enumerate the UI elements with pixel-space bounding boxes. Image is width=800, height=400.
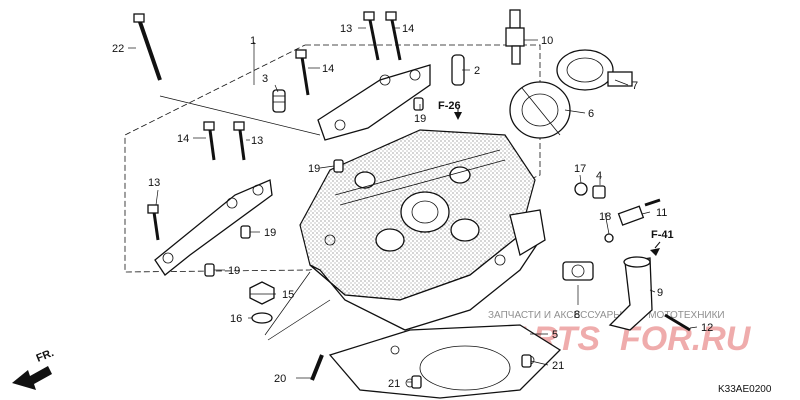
temperature-sensor — [617, 198, 661, 226]
callout-14-top: 14 — [402, 23, 414, 35]
leader-lines — [128, 27, 698, 383]
ref-f26: F-26 — [438, 100, 461, 112]
dowel-21-right — [521, 354, 532, 368]
camshaft-holder-upper — [317, 64, 431, 141]
camshaft-holder-left — [154, 179, 273, 276]
intake-port — [509, 209, 546, 257]
callout-1: 1 — [250, 35, 256, 47]
part-18-seal — [604, 233, 614, 243]
callout-4: 4 — [596, 170, 602, 182]
callout-3: 3 — [262, 73, 268, 85]
part-16-washer — [251, 312, 273, 324]
callout-21-right: 21 — [552, 360, 564, 372]
callout-18: 18 — [599, 211, 611, 223]
callout-8: 8 — [574, 309, 580, 321]
watermark-tagline: ЗАПЧАСТИ И АКСЕССУАРЫ ДЛЯ МОТОТЕХНИКИ — [488, 310, 725, 321]
callout-12: 12 — [701, 322, 713, 334]
callout-16: 16 — [230, 313, 242, 325]
callout-19-lower: 19 — [228, 265, 240, 277]
callout-17: 17 — [574, 163, 586, 175]
callout-7: 7 — [632, 80, 638, 92]
callout-6: 6 — [588, 108, 594, 120]
callout-19-mid: 19 — [308, 163, 320, 175]
callout-19-top: 19 — [414, 113, 426, 125]
dowel-21-left — [411, 375, 422, 389]
front-arrow-label: FR. — [35, 347, 56, 365]
insulator — [509, 81, 571, 139]
callout-20: 20 — [274, 373, 286, 385]
part-4-cap — [592, 185, 606, 199]
callout-2: 2 — [474, 65, 480, 77]
front-arrow: FR. — [12, 347, 56, 390]
callout-19-left: 19 — [264, 227, 276, 239]
part-17-washer — [574, 182, 588, 196]
bolt-12 — [664, 313, 691, 332]
f41-pointer — [650, 241, 661, 256]
diagram-code: K33AE0200 — [718, 384, 772, 395]
band-clamp — [556, 49, 633, 91]
callout-14-left: 14 — [177, 133, 189, 145]
head-gasket — [328, 324, 562, 399]
callout-11: 11 — [656, 207, 667, 219]
ref-f41: F-41 — [651, 229, 674, 241]
stud-bolt-22 — [133, 13, 162, 81]
stud-20 — [310, 354, 324, 381]
watermark-brand-right: FOR.RU — [620, 320, 752, 358]
part-8-fitting — [562, 261, 594, 281]
bolts-left — [147, 121, 246, 241]
callout-13-left: 13 — [251, 135, 263, 147]
callout-labels: 1 2 3 4 5 6 7 8 9 10 11 12 13 13 13 14 1… — [112, 23, 713, 390]
callout-14-mid: 14 — [322, 63, 334, 75]
water-elbow — [608, 256, 653, 331]
f26-pointer — [454, 108, 462, 120]
callout-15: 15 — [282, 289, 294, 301]
part-3-spring — [272, 89, 286, 113]
callout-13-lower: 13 — [148, 177, 160, 189]
callout-22: 22 — [112, 43, 124, 55]
callout-13-top: 13 — [340, 23, 352, 35]
spark-plug — [505, 9, 525, 65]
callout-5: 5 — [552, 329, 558, 341]
part-15-nut — [249, 281, 275, 305]
callout-21-left: 21 — [388, 378, 400, 390]
bolts-top — [295, 11, 402, 96]
dowel-pins — [204, 97, 424, 277]
callout-9: 9 — [657, 287, 663, 299]
callout-10: 10 — [541, 35, 553, 47]
